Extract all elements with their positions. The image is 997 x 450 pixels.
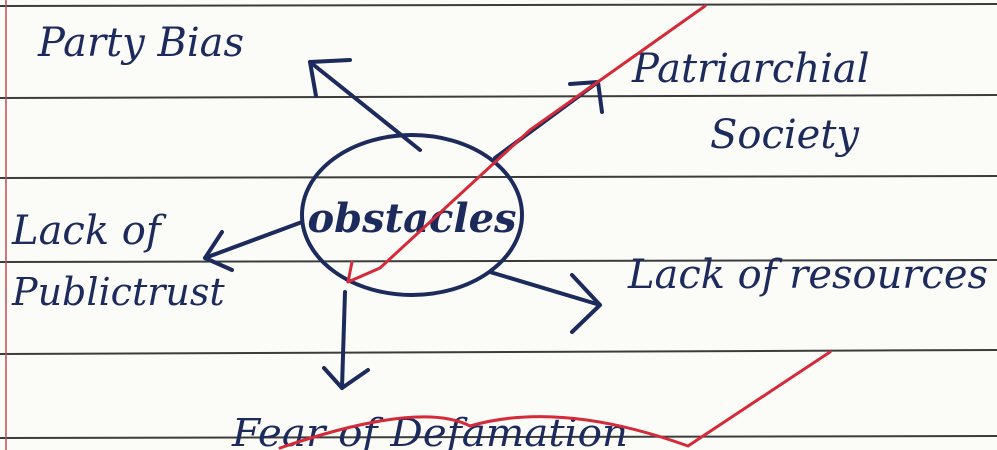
label-party-bias: Party Bias	[37, 20, 244, 66]
check-mark-upper	[346, 4, 707, 284]
center-label: obstacles	[307, 195, 516, 242]
rule-line	[0, 3, 997, 7]
rule-line	[0, 349, 997, 355]
arrow-fear-of-defamation	[322, 290, 370, 390]
label-lack-of: Lack of	[11, 208, 167, 254]
arrow-party-bias	[308, 58, 422, 152]
center-circle	[300, 133, 524, 297]
arrow-lack-of-resources	[488, 270, 602, 334]
rule-line	[0, 94, 997, 99]
rule-line	[0, 175, 997, 179]
rule-line	[0, 259, 997, 263]
label-patriarchial: Patriarchial	[631, 46, 870, 92]
check-mark-lower	[278, 350, 832, 450]
ruled-lines	[0, 3, 997, 439]
label-publictrust: Publictrust	[11, 270, 225, 314]
rule-line	[0, 435, 997, 439]
label-lack-of-resources: Lack of resources	[627, 252, 988, 298]
arrow-lack-of-public-trust	[203, 220, 304, 272]
label-society: Society	[710, 112, 860, 158]
